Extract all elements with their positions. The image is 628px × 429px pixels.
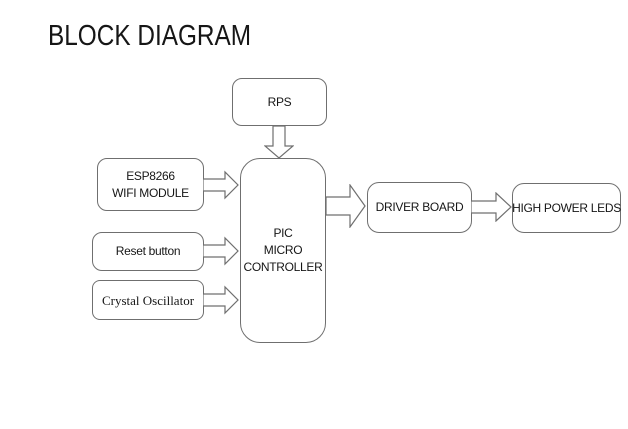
arrow-esp-to-pic-icon — [203, 170, 239, 200]
block-crystal-oscillator: Crystal Oscillator — [92, 280, 204, 320]
block-pic-label-line3: CONTROLLER — [243, 260, 323, 274]
block-pic-label-line2: MICRO — [263, 243, 303, 257]
block-crystal-label: Crystal Oscillator — [101, 292, 195, 308]
arrow-crystal-to-pic-icon — [203, 285, 239, 315]
block-esp8266-wifi-module: ESP8266 WIFI MODULE — [97, 158, 204, 211]
block-rps: RPS — [232, 78, 327, 126]
block-esp-label-line1: ESP8266 — [126, 168, 175, 183]
block-esp-label-line2: WIFI MODULE — [112, 185, 189, 200]
arrow-driver-to-leds-icon — [471, 192, 512, 222]
block-driver-label: DRIVER BOARD — [375, 200, 464, 214]
block-leds-label: HIGH POWER LEDS — [512, 200, 621, 215]
arrow-pic-to-driver-icon — [326, 184, 366, 228]
block-reset-label: Reset button — [115, 244, 181, 258]
arrow-reset-to-pic-icon — [203, 236, 239, 266]
block-driver-board: DRIVER BOARD — [367, 182, 472, 233]
block-rps-label: RPS — [267, 94, 292, 109]
arrow-rps-to-pic-icon — [264, 126, 294, 159]
block-pic-micro-controller: PIC MICRO CONTROLLER — [240, 158, 326, 343]
block-high-power-leds: HIGH POWER LEDS — [512, 183, 621, 233]
block-pic-label-line1: PIC — [273, 226, 293, 240]
page-title: BLOCK DIAGRAM — [48, 20, 252, 52]
block-reset-button: Reset button — [92, 232, 204, 271]
